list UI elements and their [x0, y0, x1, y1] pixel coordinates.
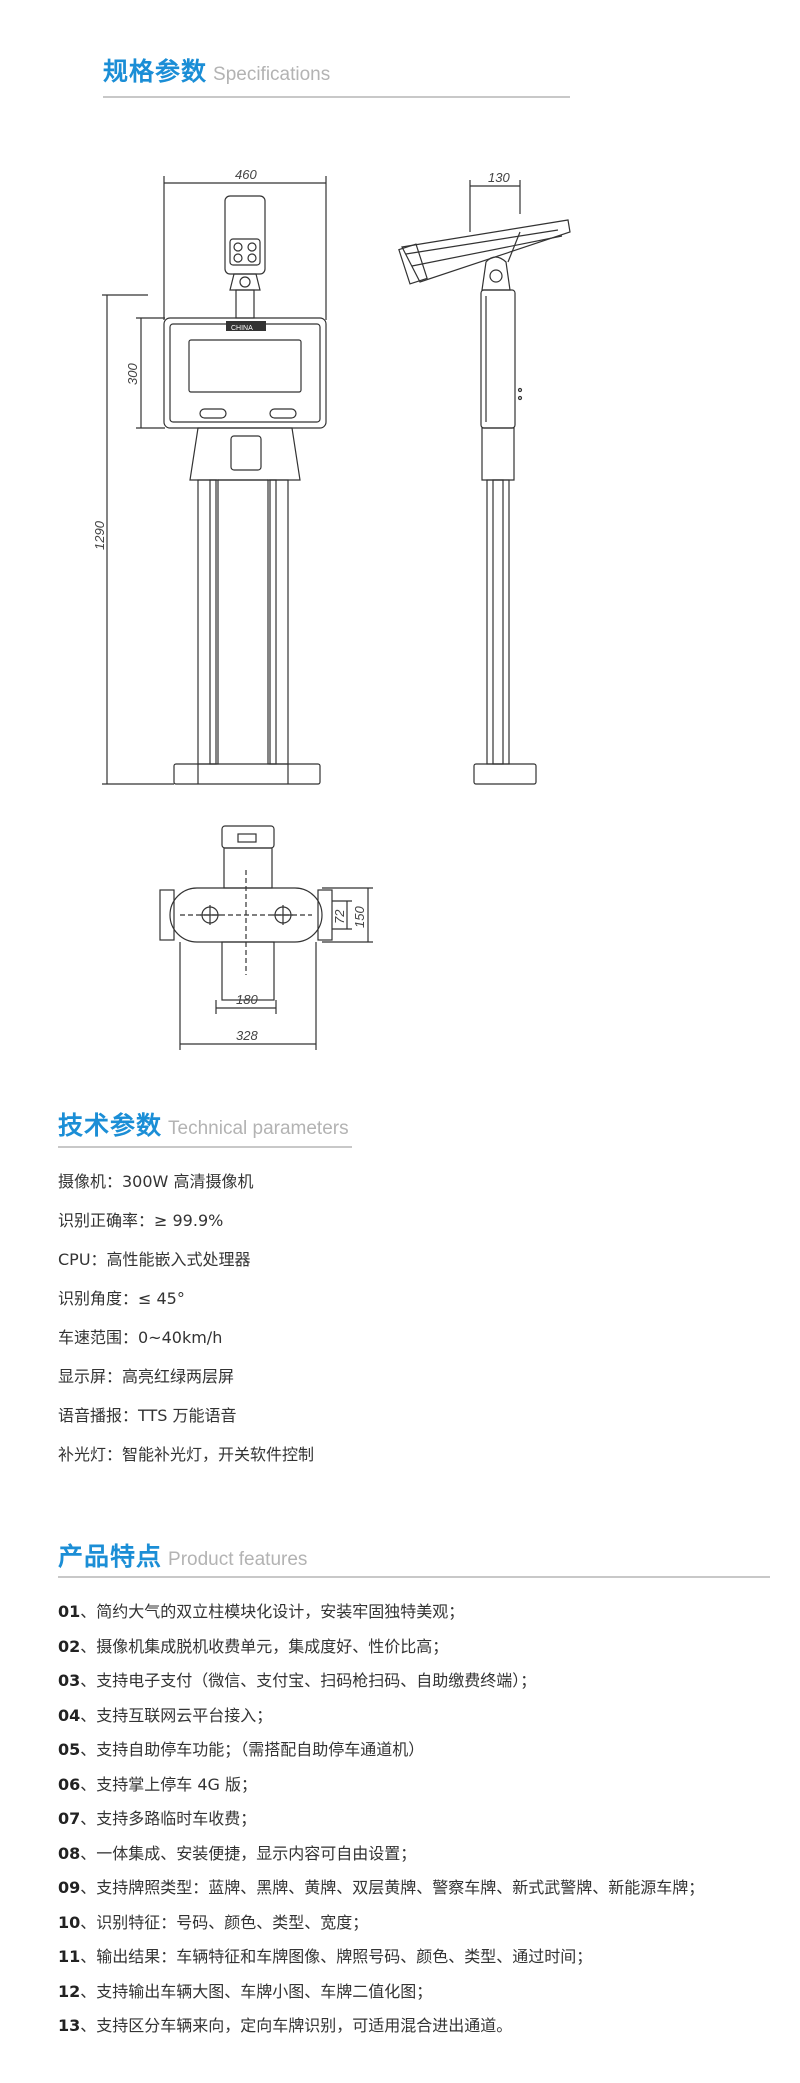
feature-number: 11	[58, 1947, 81, 1966]
param-item: CPU：高性能嵌入式处理器	[58, 1250, 251, 1269]
feature-number: 01	[58, 1602, 81, 1621]
feature-title-en: Product features	[168, 1549, 308, 1570]
feature-number: 06	[58, 1774, 81, 1794]
feature-number: 13	[58, 2016, 81, 2035]
feature-item: 09、支持牌照类型：蓝牌、黑牌、黄牌、双层黄牌、警察车牌、新式武警牌、新能源车牌…	[58, 1871, 704, 1906]
feature-title-underline	[58, 1576, 770, 1578]
feature-item: 13、支持区分车辆来向，定向车牌识别，可适用混合进出通道。	[58, 2009, 704, 2044]
dim-base-depth-label: 150	[352, 906, 367, 928]
spec-title-underline	[103, 96, 570, 98]
dim-side-width-label: 130	[488, 170, 510, 185]
feature-text: 、支持区分车辆来向，定向车牌识别，可适用混合进出通道。	[80, 2016, 513, 2035]
tech-params-list: 摄像机：300W 高清摄像机 识别正确率：≥ 99.9% CPU：高性能嵌入式处…	[58, 1162, 314, 1474]
feature-number: 09	[58, 1878, 81, 1897]
feature-text: 、支持电子支付（微信、支付宝、扫码枪扫码、自助缴费终端）；	[80, 1671, 537, 1690]
dim-base-width-label: 328	[236, 1028, 258, 1043]
param-item: 车速范围：0~40km/h	[58, 1328, 223, 1347]
feature-item: 03、支持电子支付（微信、支付宝、扫码枪扫码、自助缴费终端）；	[58, 1664, 704, 1699]
feature-number: 02	[58, 1636, 81, 1656]
spec-title-en: Specifications	[213, 64, 331, 85]
feature-number: 07	[58, 1809, 81, 1828]
feature-text: 、支持自助停车功能；（需搭配自助停车通道机）	[80, 1740, 425, 1759]
feature-text: 、支持多路临时车收费；	[80, 1809, 257, 1828]
tech-title-en: Technical parameters	[168, 1118, 349, 1139]
feature-text: 、识别特征：号码、颜色、类型、宽度；	[80, 1912, 369, 1932]
feature-text: 、一体集成、安装便捷，显示内容可自由设置；	[80, 1843, 417, 1863]
dim-front-width-label: 460	[235, 167, 257, 182]
feature-item: 02、摄像机集成脱机收费单元，集成度好、性价比高；	[58, 1630, 704, 1665]
param-item: 语音播报：TTS 万能语音	[58, 1406, 237, 1425]
feature-text: 、支持掌上停车 4G 版；	[80, 1774, 258, 1794]
param-item: 显示屏：高亮红绿两层屏	[58, 1367, 235, 1386]
feature-item: 05、支持自助停车功能；（需搭配自助停车通道机）	[58, 1733, 704, 1768]
param-item: 补光灯：智能补光灯，开关软件控制	[58, 1445, 315, 1464]
feature-number: 12	[58, 1981, 81, 2001]
feature-item: 06、支持掌上停车 4G 版；	[58, 1768, 704, 1803]
dim-total-height-label: 1290	[92, 520, 107, 550]
feature-item: 01、简约大气的双立柱模块化设计，安装牢固独特美观；	[58, 1595, 704, 1630]
feature-item: 07、支持多路临时车收费；	[58, 1802, 704, 1837]
dim-post-width-label: 180	[236, 992, 258, 1007]
feature-item: 04、支持互联网云平台接入；	[58, 1699, 704, 1734]
dim-box-height-label: 300	[125, 363, 140, 385]
spec-title-cn: 规格参数	[103, 57, 208, 86]
feature-number: 04	[58, 1705, 81, 1725]
tech-title-cn: 技术参数	[58, 1111, 163, 1140]
param-item: 识别正确率：≥ 99.9%	[58, 1211, 224, 1230]
feature-text: 、支持输出车辆大图、车牌小图、车牌二值化图；	[80, 1981, 433, 2001]
feature-item: 11、输出结果：车辆特征和车牌图像、牌照号码、颜色、类型、通过时间；	[58, 1940, 704, 1975]
feature-item: 10、识别特征：号码、颜色、类型、宽度；	[58, 1906, 704, 1941]
feature-number: 10	[58, 1912, 81, 1932]
tech-title-underline	[58, 1146, 352, 1148]
feature-text: 、摄像机集成脱机收费单元，集成度好、性价比高；	[80, 1636, 449, 1656]
feature-number: 05	[58, 1740, 81, 1759]
feature-number: 08	[58, 1843, 81, 1863]
feature-item: 08、一体集成、安装便捷，显示内容可自由设置；	[58, 1837, 704, 1872]
feature-text: 、支持牌照类型：蓝牌、黑牌、黄牌、双层黄牌、警察车牌、新式武警牌、新能源车牌；	[80, 1878, 705, 1897]
feature-text: 、简约大气的双立柱模块化设计，安装牢固独特美观；	[80, 1602, 465, 1621]
param-item: 识别角度：≤ 45°	[58, 1289, 185, 1308]
feature-title-cn: 产品特点	[58, 1542, 163, 1571]
technical-drawing: CHINA 460 130 300 1290 72 150 180 328	[92, 167, 571, 1050]
brand-mark: CHINA	[231, 325, 253, 332]
feature-number: 03	[58, 1671, 81, 1690]
feature-text: 、支持互联网云平台接入；	[80, 1705, 273, 1725]
feature-list: 01、简约大气的双立柱模块化设计，安装牢固独特美观； 02、摄像机集成脱机收费单…	[58, 1595, 704, 2044]
param-item: 摄像机：300W 高清摄像机	[58, 1172, 254, 1191]
dim-base-inner-label: 72	[332, 909, 347, 924]
feature-text: 、输出结果：车辆特征和车牌图像、牌照号码、颜色、类型、通过时间；	[80, 1947, 593, 1966]
brand-plate	[226, 321, 266, 331]
feature-item: 12、支持输出车辆大图、车牌小图、车牌二值化图；	[58, 1975, 704, 2010]
